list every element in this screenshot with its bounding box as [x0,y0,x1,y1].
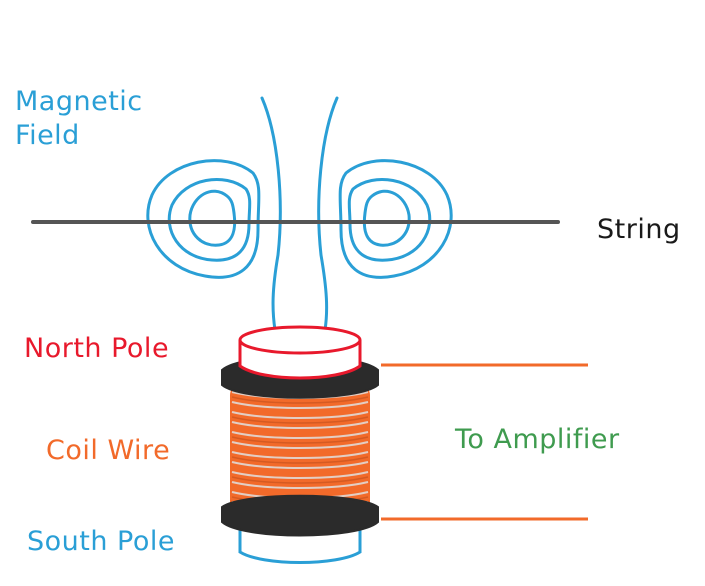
magnetic-field-lines [146,96,453,332]
north-pole-top [238,325,362,355]
bobbin-bottom-flange [221,494,379,537]
string-label: String [597,214,681,245]
coil-wire-label: Coil Wire [46,435,170,466]
field-line-center-right [317,96,339,332]
magnetic-field-label-line2: Field [15,120,80,151]
field-line-center-left [260,96,282,332]
north-pole-label: North Pole [24,333,169,364]
field-loop-left-inner [188,189,237,247]
magnetic-field-label-line1: Magnetic [15,86,143,117]
field-loop-left-middle [167,178,252,262]
to-amplifier-label: To Amplifier [454,424,620,455]
pickup [221,325,379,564]
south-pole-label: South Pole [27,526,175,557]
field-loop-right-middle [347,178,432,262]
field-loop-right-inner [362,189,411,247]
amplifier-leads [381,363,588,521]
south-pole-magnet [238,530,362,564]
